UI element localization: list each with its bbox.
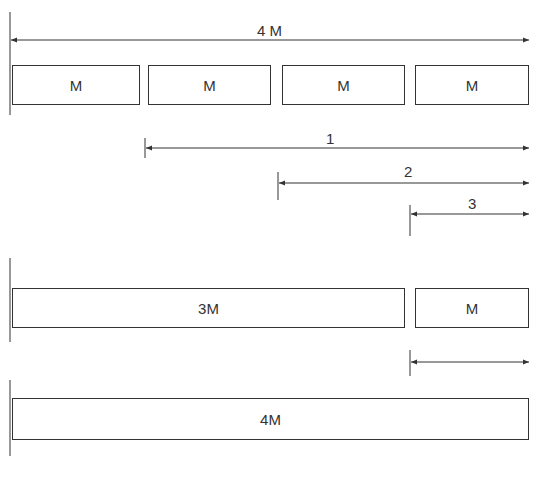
- extension-line: [410, 205, 411, 236]
- module-box: 3M: [12, 288, 405, 328]
- extension-line: [10, 258, 11, 342]
- extension-line: [145, 138, 146, 158]
- dimension-label: 3: [466, 195, 478, 212]
- box-label: M: [466, 300, 479, 317]
- dimension-label: 1: [324, 130, 336, 147]
- dimension-label: 4 M: [255, 22, 284, 39]
- module-box: M: [415, 288, 529, 328]
- box-label: 4M: [260, 411, 281, 428]
- dimension-line: [146, 148, 529, 149]
- dimension-line: [411, 214, 529, 215]
- extension-line: [10, 12, 11, 115]
- box-label: M: [70, 77, 83, 94]
- module-box: 4M: [12, 398, 529, 440]
- dimension-line: [279, 183, 529, 184]
- module-box: M: [12, 65, 140, 105]
- dimension-line: [11, 40, 529, 41]
- box-label: M: [466, 77, 479, 94]
- dimension-label: 2: [402, 163, 414, 180]
- dimension-line: [411, 362, 529, 363]
- module-box: M: [415, 65, 529, 105]
- module-box: M: [148, 65, 271, 105]
- box-label: 3M: [198, 300, 219, 317]
- module-box: M: [282, 65, 405, 105]
- box-label: M: [203, 77, 216, 94]
- extension-line: [10, 380, 11, 456]
- box-label: M: [337, 77, 350, 94]
- extension-line: [410, 350, 411, 376]
- extension-line: [278, 172, 279, 200]
